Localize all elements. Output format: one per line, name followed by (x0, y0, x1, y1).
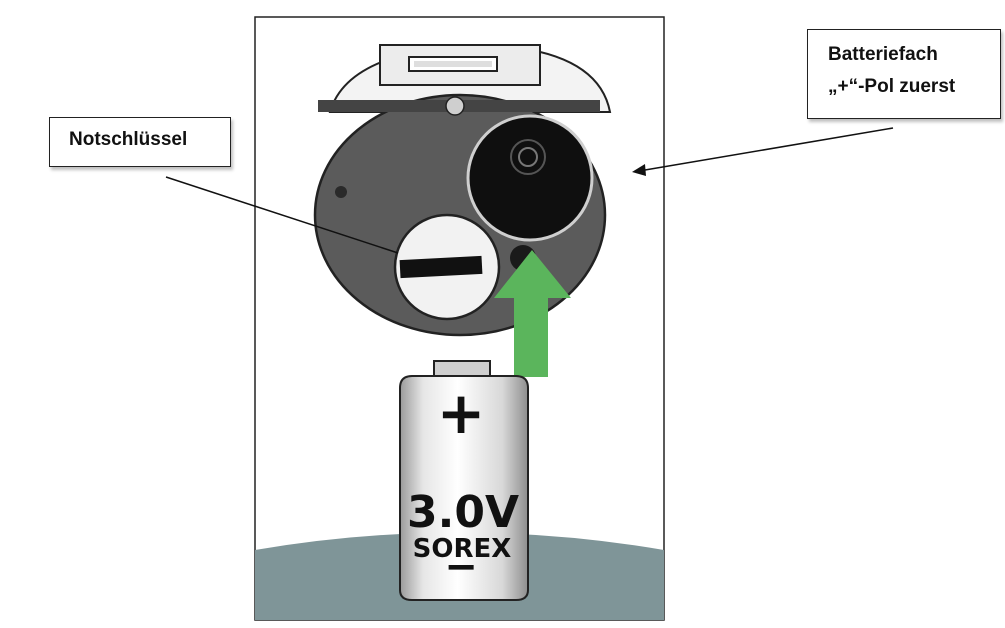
battery-compartment-label: Batteriefach (828, 44, 938, 65)
battery-brand: SOREX (413, 534, 512, 564)
battery-compartment (466, 114, 594, 242)
leader-arrow (632, 127, 894, 176)
battery-minus-symbol: − (444, 544, 478, 590)
battery-voltage: 3.0V (407, 487, 519, 538)
battery-compartment-callout: Batteriefach „+“-Pol zuerst (807, 29, 1001, 119)
battery-polarity-instruction: „+“-Pol zuerst (828, 76, 956, 97)
arrow-up-icon (494, 250, 571, 377)
leader-line (165, 176, 399, 254)
emergency-key-cylinder (393, 213, 501, 321)
emergency-key-callout: Notschlüssel (49, 117, 231, 167)
battery-plus-symbol: + (437, 379, 486, 447)
lock-cylinder (313, 44, 612, 337)
emergency-key-label: Notschlüssel (69, 129, 188, 150)
battery: + 3.0V SOREX − (399, 360, 529, 601)
